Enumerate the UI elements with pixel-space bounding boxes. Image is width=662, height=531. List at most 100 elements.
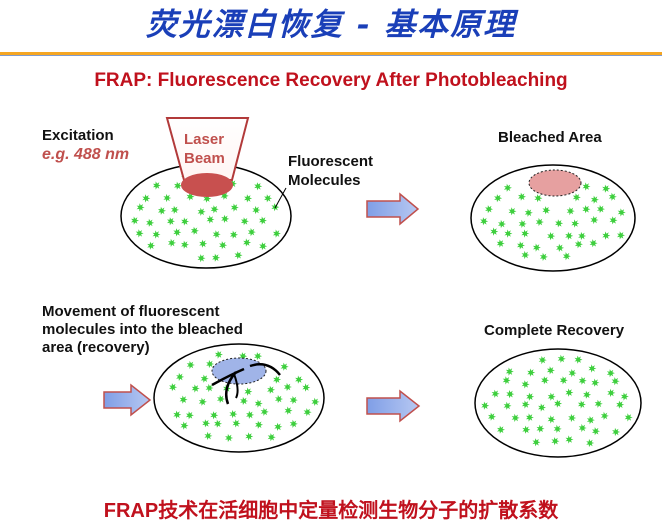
fluorescent-molecule — [214, 419, 222, 428]
fluorescent-molecule — [254, 399, 263, 408]
fluorescent-molecule — [497, 425, 505, 434]
footer-caption: FRAP技术在活细胞中定量检测生物分子的扩散系数 — [103, 500, 559, 522]
fluorescent-molecule — [522, 425, 531, 434]
fluorescent-molecule — [259, 216, 267, 225]
fluorescent-molecule — [214, 350, 223, 359]
fluorescent-molecule — [616, 400, 625, 409]
molecule-group-4 — [481, 354, 633, 448]
fluorescent-molecule — [174, 181, 182, 190]
title-divider-orange — [0, 52, 662, 55]
fluorescent-molecule — [532, 243, 541, 252]
fluorescent-molecule — [555, 219, 564, 228]
fluorescent-molecule — [571, 219, 580, 228]
fluorescent-molecule — [485, 205, 493, 214]
fluorescent-molecule — [588, 364, 597, 373]
fluorescent-molecule — [491, 389, 500, 398]
fluorescent-molecule — [503, 401, 512, 410]
fluorescent-molecule — [243, 238, 252, 247]
fluorescent-molecule — [578, 231, 587, 241]
fluorescent-molecule — [273, 375, 282, 384]
fluorescent-molecule — [574, 240, 583, 249]
arrow-right-3 — [366, 389, 421, 423]
fluorescent-molecule — [606, 369, 615, 378]
fluorescent-molecule — [590, 195, 599, 204]
fluorescent-molecule — [546, 366, 555, 375]
fluorescent-molecule — [283, 382, 292, 392]
molecules-pointer — [274, 187, 287, 209]
fluorescent-molecule — [232, 419, 241, 428]
laser-beam — [165, 117, 250, 181]
fluorescent-molecule — [199, 239, 208, 248]
subtitle: FRAP: Fluorescence Recovery After Photob… — [94, 70, 568, 91]
fluorescent-molecule — [591, 378, 600, 387]
fluorescent-molecule — [280, 362, 289, 371]
fluorescent-molecule — [181, 217, 190, 226]
fluorescent-molecule — [562, 252, 571, 261]
fluorescent-molecule — [230, 203, 239, 212]
fluorescent-molecule — [311, 397, 320, 406]
fluorescent-molecule — [518, 219, 527, 228]
fluorescent-molecule — [534, 194, 543, 203]
fluorescent-molecule — [586, 416, 595, 425]
fluorescent-molecule — [557, 354, 566, 363]
fluorescent-molecule — [600, 411, 609, 420]
fluorescent-molecule — [547, 232, 556, 241]
fluorescent-molecule — [247, 228, 256, 237]
bleached-spot — [528, 169, 582, 197]
fluorescent-molecule — [158, 206, 166, 215]
fluorescent-molecule — [547, 392, 556, 401]
fluorescent-molecule — [171, 205, 179, 214]
fluorescent-molecule — [602, 184, 611, 193]
fluorescent-molecule — [203, 194, 212, 203]
label-fluorescent-1: Fluorescent — [288, 153, 374, 170]
fluorescent-molecule — [180, 421, 189, 430]
fluorescent-molecule — [267, 385, 276, 394]
fluorescent-molecule — [589, 239, 598, 248]
fluorescent-molecule — [229, 410, 238, 419]
fluorescent-molecule — [246, 410, 255, 419]
fluorescent-molecule — [574, 355, 583, 364]
fluorescent-molecule — [142, 194, 151, 203]
fluorescent-molecule — [521, 229, 530, 238]
fluorescent-molecule — [191, 384, 200, 393]
fluorescent-molecule — [152, 181, 161, 190]
fluorescent-molecule — [624, 413, 633, 422]
fluorescent-molecule — [556, 243, 565, 252]
fluorescent-molecule — [210, 411, 219, 420]
fluorescent-molecule — [295, 375, 304, 384]
fluorescent-molecule — [190, 226, 199, 235]
fluorescent-molecule — [565, 231, 574, 240]
fluorescent-molecule — [480, 217, 489, 226]
fluorescent-molecule — [219, 241, 228, 250]
fluorescent-molecule — [255, 420, 263, 429]
fluorescent-molecule — [245, 432, 254, 441]
fluorescent-molecule — [504, 229, 513, 238]
fluorescent-molecule — [538, 403, 546, 412]
label-movement-3: area (recovery) — [42, 339, 150, 356]
fluorescent-molecule — [511, 413, 520, 422]
fluorescent-molecule — [200, 374, 209, 383]
fluorescent-molecule — [181, 240, 189, 249]
label-movement-2: molecules into the bleached — [42, 321, 243, 338]
label-complete-recovery: Complete Recovery — [484, 322, 625, 339]
fluorescent-molecule — [565, 435, 574, 444]
fluorescent-molecule — [582, 182, 591, 191]
fluorescent-molecule — [185, 411, 194, 420]
fluorescent-molecule — [205, 383, 214, 393]
fluorescent-molecule — [259, 242, 268, 251]
fluorescent-molecule — [582, 205, 591, 214]
slide-title: 荧光漂白恢复 - 基本原理 — [145, 7, 517, 43]
fluorescent-molecule — [186, 360, 195, 370]
fluorescent-molecule — [553, 424, 562, 433]
fluorescent-molecule — [551, 437, 560, 446]
fluorescent-molecule — [498, 219, 506, 229]
fluorescent-molecule — [168, 238, 176, 247]
fluorescent-molecule — [490, 227, 499, 236]
fluorescent-molecule — [524, 208, 533, 217]
fluorescent-molecule — [197, 254, 206, 263]
label-fluorescent-2: Molecules — [288, 172, 361, 189]
fluorescent-molecule — [274, 422, 283, 431]
fluorescent-molecule — [583, 390, 592, 399]
fluorescent-molecule — [230, 230, 238, 239]
